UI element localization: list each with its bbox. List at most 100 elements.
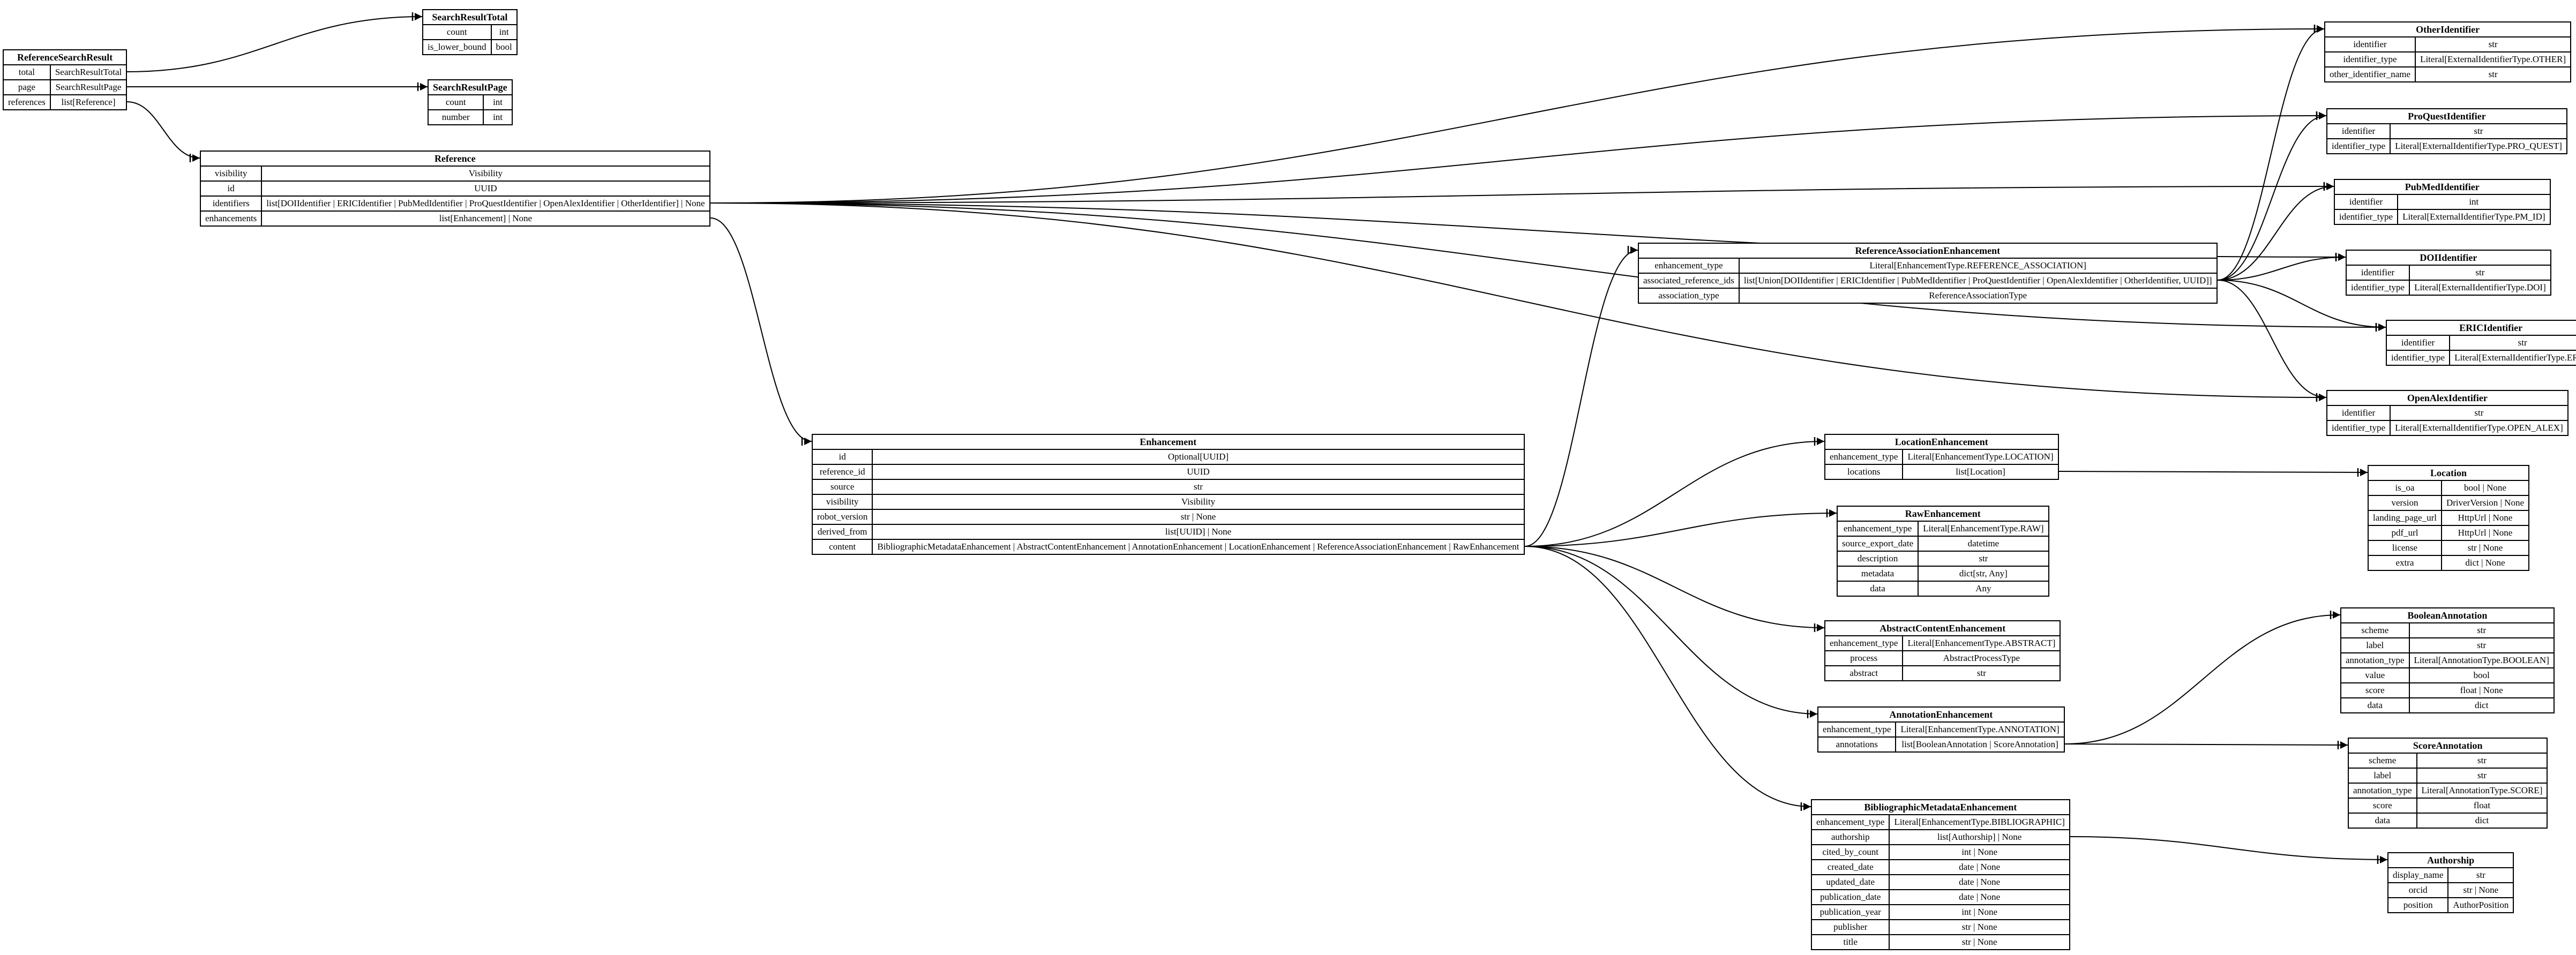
field-type: int: [2397, 194, 2551, 210]
field-type: int: [490, 24, 518, 40]
field-type: list[DOIIdentifier | ERICIdentifier | Pu…: [261, 195, 710, 212]
field-name: orcid: [2387, 882, 2449, 898]
relation-arrowhead: [1817, 624, 1824, 631]
field-type: AuthorPosition: [2447, 897, 2514, 913]
field-type: Literal[ExternalIdentifierType.PM_ID]: [2397, 209, 2551, 225]
field-type: Literal[ExternalIdentifierType.OPEN_ALEX…: [2390, 420, 2568, 436]
relation-arrowhead: [192, 154, 200, 162]
field-type: int | None: [1889, 844, 2070, 860]
field-name: identifiers: [199, 195, 263, 212]
field-type: bool | None: [2440, 480, 2530, 496]
field-type: str: [2415, 36, 2572, 52]
field-type: str: [2390, 405, 2568, 421]
field-type: list[BooleanAnnotation | ScoreAnnotation…: [1895, 736, 2065, 753]
field-type: list[Enhancement] | None: [261, 210, 710, 227]
field-type: SearchResultTotal: [49, 64, 128, 80]
field-type: list[Authorship] | None: [1889, 829, 2070, 845]
field-name: score: [2348, 798, 2417, 814]
field-name: landing_page_url: [2368, 510, 2442, 526]
field-type: Literal[EnhancementType.BIBLIOGRAPHIC]: [1889, 814, 2070, 830]
field-name: identifier: [2326, 123, 2391, 139]
field-type: str: [2415, 66, 2572, 82]
relation-arrowhead: [2378, 324, 2386, 331]
field-name: enhancement_type: [1824, 635, 1904, 651]
field-type: Literal[EnhancementType.ANNOTATION]: [1895, 721, 2065, 738]
field-type: str | None: [1889, 934, 2070, 950]
field-type: Literal[AnnotationType.BOOLEAN]: [2408, 652, 2555, 668]
relation-arrowhead: [2340, 741, 2348, 749]
relation-bibliographic-metadata-enhancement-to-authorship: [2070, 836, 2388, 860]
relation-arrowhead: [420, 83, 428, 91]
field-name: associated_reference_ids: [1638, 273, 1740, 289]
field-name: identifier: [2333, 194, 2399, 210]
relation-arrowhead: [415, 13, 422, 20]
field-name: enhancements: [199, 210, 263, 227]
field-name: extra: [2368, 555, 2442, 571]
field-name: scheme: [2348, 753, 2417, 769]
field-type: Visibility: [261, 166, 710, 182]
field-name: is_lower_bound: [422, 39, 492, 55]
entity-title: Reference: [200, 151, 710, 167]
entity-title: ERICIdentifier: [2385, 320, 2576, 336]
field-name: source: [811, 479, 873, 495]
field-name: description: [1836, 551, 1919, 567]
field-name: title: [1810, 934, 1890, 950]
field-name: derived_from: [811, 524, 873, 540]
entity-title: SearchResultPage: [428, 79, 513, 95]
field-name: display_name: [2387, 867, 2449, 883]
field-name: score: [2340, 682, 2410, 698]
entity-title: ProQuestIdentifier: [2326, 108, 2567, 124]
field-name: publication_date: [1810, 889, 1890, 905]
field-type: date | None: [1889, 859, 2070, 875]
field-name: identifier_type: [2324, 51, 2416, 67]
field-type: list[UUID] | None: [872, 524, 1525, 540]
field-name: visibility: [811, 494, 873, 510]
field-name: robot_version: [811, 509, 873, 525]
relation-reference-to-open-alex-identifier: [710, 202, 2327, 398]
field-name: identifier_type: [2326, 138, 2391, 154]
field-type: Literal[ExternalIdentifierType.DOI]: [2409, 280, 2551, 296]
field-type: str: [2408, 622, 2555, 638]
field-name: value: [2340, 667, 2410, 683]
field-name: visibility: [199, 166, 263, 182]
